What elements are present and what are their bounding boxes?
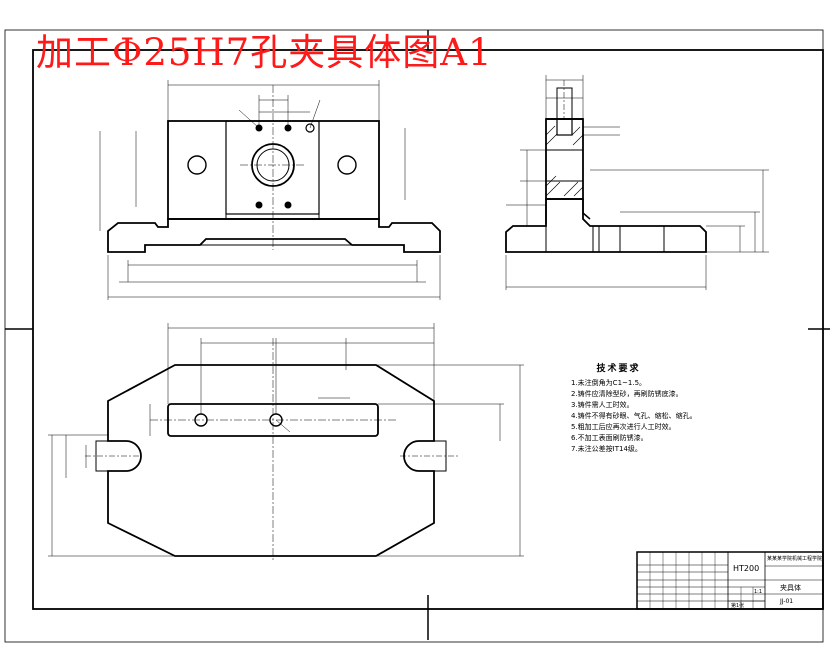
tech-requirements-heading: 技术要求 [596,364,641,374]
front-view [99,80,441,300]
tech-requirement-item: 2.铸件应清除型砂，再刷防锈底漆。 [571,390,683,398]
tech-requirement-item: 5.粗加工后应再次进行人工时效。 [571,423,676,431]
part-name-label: 夹具体 [780,584,801,592]
drawing-number-label: JJ-01 [780,598,794,605]
tech-requirement-item: 6.不加工表面刷防锈漆。 [571,434,648,442]
sheet-label: 第1张 [731,603,745,609]
outer-frame [4,29,824,643]
material-label: HT200 [733,564,760,573]
title-block [636,551,824,610]
technical-requirements: 技术要求 1.未注倒角为C1~1.5。 2.铸件应清除型砂，再刷防锈底漆。 3.… [571,364,697,455]
top-view [48,323,524,560]
tech-requirement-item: 1.未注倒角为C1~1.5。 [571,379,647,387]
scale-label: 1:1 [754,589,763,595]
drawing-border [32,49,824,610]
tech-requirement-item: 4.铸件不得有砂眼、气孔、缩松、缩孔。 [571,412,697,420]
tech-requirement-item: 3.铸件需人工时效。 [571,401,634,409]
side-view [505,75,769,290]
school-label: 某某某学院机械工程学院 [767,556,823,562]
drawing-title: 加工Φ25H7孔夹具体图A1 [36,31,493,74]
tech-requirement-item: 7.未注公差按IT14级。 [571,445,642,453]
